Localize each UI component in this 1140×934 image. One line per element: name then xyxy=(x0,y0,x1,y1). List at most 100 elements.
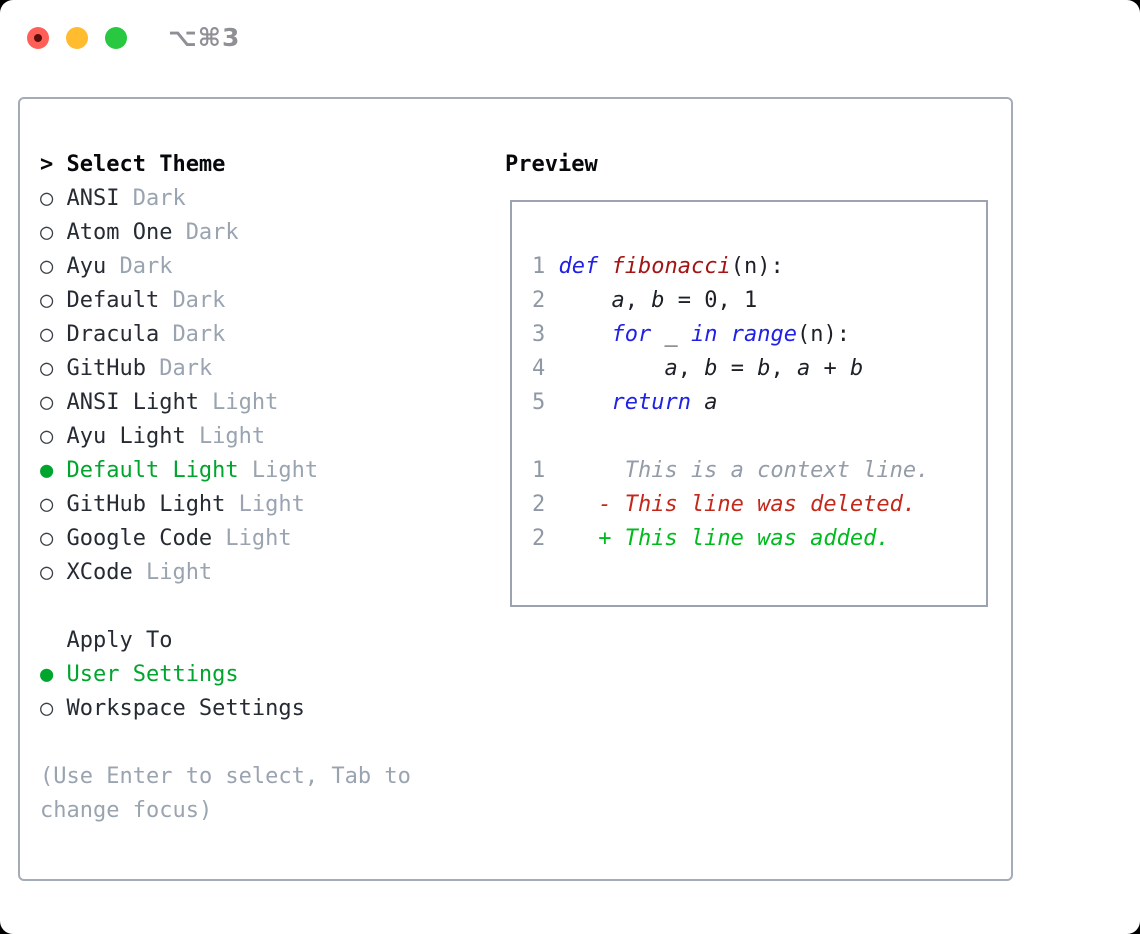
line-number: 2 xyxy=(532,492,546,517)
radio-icon: ○ xyxy=(40,322,54,347)
theme-variant: Light xyxy=(198,424,266,449)
section-title: Select Theme xyxy=(66,152,226,177)
code-token xyxy=(558,322,611,347)
apply-option-label: Workspace Settings xyxy=(66,696,305,721)
theme-name: Atom One xyxy=(66,220,173,245)
code-token: , xyxy=(770,356,797,381)
theme-item-ayu-light[interactable]: ○ Ayu Light Light xyxy=(40,420,411,454)
unsaved-dot-icon xyxy=(34,34,42,42)
code-token xyxy=(691,390,704,415)
theme-name: ANSI Light xyxy=(66,390,199,415)
minimize-button[interactable] xyxy=(66,27,88,49)
code-token: (n): xyxy=(730,254,784,279)
code-token-keyword: return xyxy=(611,390,691,415)
code-token-variable: a xyxy=(664,356,678,381)
code-token: = xyxy=(717,356,758,381)
theme-variant: Light xyxy=(225,526,292,551)
spacer xyxy=(532,420,986,454)
maximize-button[interactable] xyxy=(105,27,127,49)
code-token xyxy=(558,390,611,415)
theme-variant: Dark xyxy=(119,254,173,279)
spacer xyxy=(40,726,411,760)
theme-item-default-dark[interactable]: ○ Default Dark xyxy=(40,284,411,318)
code-token-keyword: for xyxy=(611,322,652,347)
apply-option-workspace-settings[interactable]: ○ Workspace Settings xyxy=(40,692,411,726)
titlebar: ⌥⌘3 xyxy=(0,0,1140,76)
line-number: 1 xyxy=(532,254,546,279)
code-line: 3 for _ in range(n): xyxy=(532,318,986,352)
code-token xyxy=(598,254,611,279)
theme-variant: Dark xyxy=(185,220,239,245)
line-number: 4 xyxy=(532,356,546,381)
theme-variant: Dark xyxy=(132,186,186,211)
theme-variant: Light xyxy=(251,458,319,483)
spacer xyxy=(40,590,411,624)
theme-name: Ayu Light xyxy=(66,424,186,449)
radio-icon: ○ xyxy=(40,696,54,721)
close-button[interactable] xyxy=(27,27,49,49)
radio-icon: ○ xyxy=(40,526,54,551)
code-token: (n): xyxy=(796,322,850,347)
line-number: 1 xyxy=(532,458,546,483)
code-token-variable: b xyxy=(757,356,771,381)
apply-option-label: User Settings xyxy=(66,662,239,687)
radio-icon: ○ xyxy=(40,356,54,381)
theme-item-xcode[interactable]: ○ XCode Light xyxy=(40,556,411,590)
theme-variant: Dark xyxy=(172,322,226,347)
code-token-builtin: range xyxy=(730,322,797,347)
diff-deleted-text: - This line was deleted. xyxy=(558,492,917,517)
diff-line-context: 1 This is a context line. xyxy=(532,454,986,488)
radio-icon: ○ xyxy=(40,424,54,449)
line-number: 3 xyxy=(532,322,546,347)
theme-name: Default Light xyxy=(66,458,239,483)
diff-line-added: 2 + This line was added. xyxy=(532,522,986,556)
theme-item-default-light-selected[interactable]: ● Default Light Light xyxy=(40,454,411,488)
code-token xyxy=(558,288,611,313)
code-token-variable: a xyxy=(611,288,625,313)
code-token-variable: a xyxy=(796,356,811,381)
code-line: 4 a, b = b, a + b xyxy=(532,352,986,386)
preview-title: Preview xyxy=(505,152,598,177)
keyboard-hint-line1: (Use Enter to select, Tab to xyxy=(40,764,411,789)
keyboard-hint-line2: change focus) xyxy=(40,798,213,823)
theme-name: Default xyxy=(66,288,160,313)
theme-item-ansi-dark[interactable]: ○ ANSI Dark xyxy=(40,182,411,216)
line-number: 2 xyxy=(532,526,546,551)
theme-name: ANSI xyxy=(66,186,120,211)
line-number: 2 xyxy=(532,288,546,313)
code-token: + xyxy=(810,356,850,381)
radio-selected-icon: ● xyxy=(40,458,54,483)
theme-name: Ayu xyxy=(66,254,107,279)
theme-variant: Dark xyxy=(172,288,226,313)
radio-icon: ○ xyxy=(40,390,54,415)
code-token-variable: a xyxy=(704,390,718,415)
code-token: , xyxy=(624,288,652,313)
code-token-keyword: in xyxy=(690,322,718,347)
radio-icon: ○ xyxy=(40,220,54,245)
theme-name: XCode xyxy=(66,560,133,585)
code-token-keyword: def xyxy=(558,254,599,279)
cursor-icon: > xyxy=(40,152,54,177)
theme-name: GitHub Light xyxy=(66,492,226,517)
radio-icon: ○ xyxy=(40,560,54,585)
section-title: Apply To xyxy=(66,628,173,653)
radio-icon: ○ xyxy=(40,288,54,313)
code-token-variable: b xyxy=(704,356,718,381)
radio-icon: ○ xyxy=(40,186,54,211)
diff-added-text: + This line was added. xyxy=(558,526,890,551)
theme-variant: Light xyxy=(238,492,305,517)
code-line: 2 a, b = 0, 1 xyxy=(532,284,986,318)
theme-variant: Light xyxy=(145,560,213,585)
theme-item-atom-one-dark[interactable]: ○ Atom One Dark xyxy=(40,216,411,250)
apply-option-user-settings[interactable]: ●User Settings xyxy=(40,658,411,692)
